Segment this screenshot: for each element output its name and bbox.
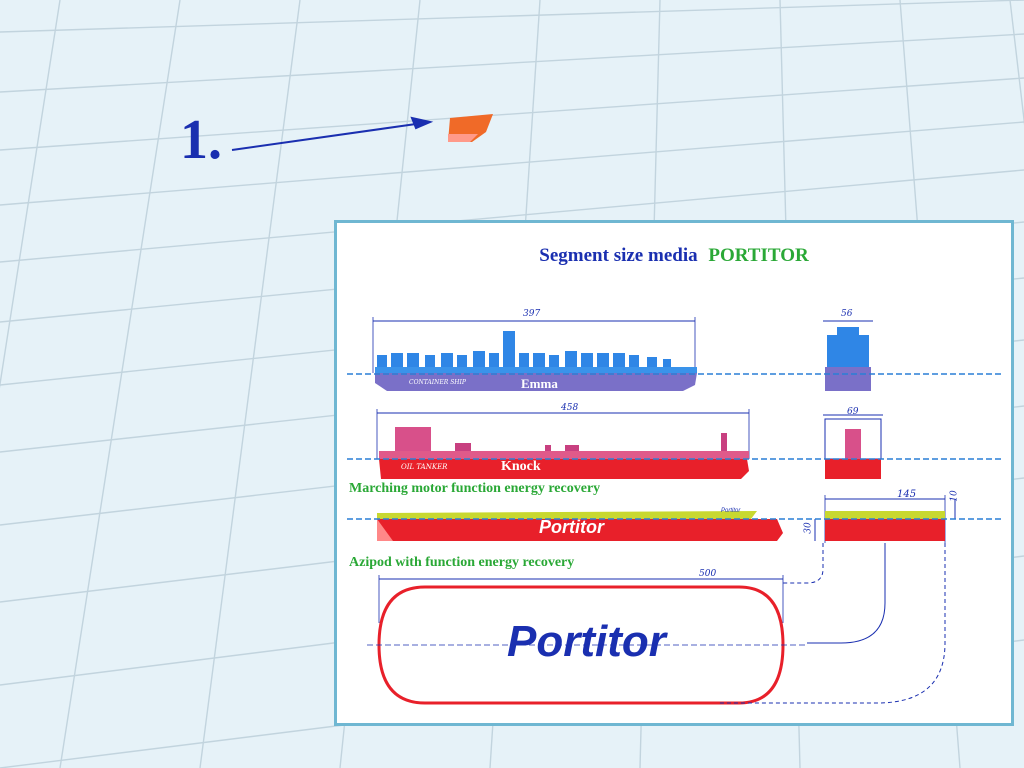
portitor-name-label: Portitor [539, 517, 604, 537]
knock-ship-profile [376, 409, 750, 479]
plan-view-dimension [378, 575, 784, 623]
diagram-panel: Segment size media PORTITOR 397 56 Emma … [334, 220, 1014, 726]
panel-title: Segment size media PORTITOR [337, 245, 1011, 267]
waterlines [347, 373, 1001, 520]
knock-name-label: Knock [501, 459, 541, 474]
portitor-beam-label: 145 [897, 489, 917, 500]
knock-length-label: 458 [561, 403, 579, 413]
title-part-1: Segment size media [539, 245, 698, 266]
knock-type-label: OIL TANKER [401, 463, 448, 471]
diagram-canvas [347, 317, 1001, 705]
portitor-draft-label: 30 [803, 522, 814, 534]
connector-lines [717, 543, 946, 704]
plan-view-label: Portitor [507, 617, 666, 666]
emma-length-label: 397 [523, 309, 541, 319]
plan-view-hull [367, 585, 807, 705]
emma-type-label: CONTAINER SHIP [409, 379, 466, 386]
azipod-note: Azipod with function energy recovery [349, 555, 575, 570]
emma-cross-section [823, 320, 873, 391]
emma-name-label: Emma [521, 376, 558, 391]
title-part-2: PORTITOR [708, 245, 809, 266]
emma-ship-profile [372, 317, 697, 391]
knock-beam-label: 69 [847, 407, 859, 417]
plan-view-length-label: 500 [699, 569, 717, 579]
marker-label: 1. [180, 109, 222, 171]
marching-motor-note: Marching motor function energy recovery [349, 481, 601, 496]
knock-cross-section [823, 414, 883, 479]
portitor-ship-profile [377, 511, 783, 541]
pointer-arrow [231, 116, 434, 151]
emma-beam-label: 56 [841, 309, 853, 319]
portitor-freeboard-label: 10 [949, 490, 960, 502]
ship-marker-icon [448, 114, 493, 142]
portitor-deck-label: Portitor [721, 508, 741, 514]
